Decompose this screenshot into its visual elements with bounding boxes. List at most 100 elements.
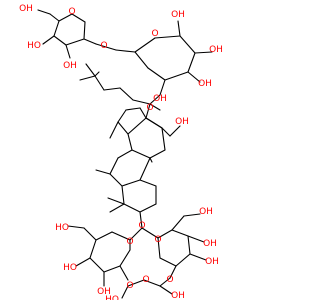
bond-40 xyxy=(161,127,171,137)
atom-label-10: O xyxy=(146,103,153,113)
bond-33 xyxy=(145,103,151,119)
atom-label-2: HO xyxy=(27,41,41,51)
bond-28 xyxy=(94,75,105,91)
atom-label-11: OH xyxy=(175,117,189,127)
bond-17 xyxy=(164,71,189,81)
bond-7 xyxy=(37,9,51,15)
bond-81 xyxy=(171,215,185,231)
bond-10 xyxy=(83,38,97,45)
bond-43 xyxy=(149,149,166,159)
atom-label-16: OH xyxy=(97,287,111,297)
atom-label-0: OH xyxy=(19,4,33,14)
bond-76 xyxy=(171,229,189,237)
bond-55 xyxy=(139,203,157,213)
bond-16 xyxy=(187,52,196,73)
bond-27 xyxy=(103,87,121,91)
bond-50 xyxy=(139,157,151,181)
atom-label-6: OH xyxy=(171,10,185,20)
bond-66 xyxy=(89,257,105,273)
bond-74 xyxy=(119,265,129,281)
atom-label-17: O xyxy=(126,281,133,291)
atom-label-3: OH xyxy=(63,61,77,71)
atom-label-13: O xyxy=(126,237,133,247)
bond-84 xyxy=(189,253,207,261)
bond-14 xyxy=(154,35,181,39)
bond-22 xyxy=(187,71,201,83)
bond-36 xyxy=(117,109,127,123)
bond-15 xyxy=(179,35,196,54)
bond-42 xyxy=(131,149,151,159)
bond-6 xyxy=(49,13,60,22)
bond-89 xyxy=(159,285,173,295)
bond-49 xyxy=(121,179,141,187)
bond-79 xyxy=(159,257,177,267)
bond-72 xyxy=(75,257,91,267)
bond-63 xyxy=(111,231,131,241)
bond-85 xyxy=(169,265,177,279)
atom-label-4: O xyxy=(100,41,107,51)
bond-51 xyxy=(109,121,119,139)
bond-77 xyxy=(187,235,191,255)
bond-91 xyxy=(169,125,181,137)
bond-35 xyxy=(125,107,141,111)
atom-label-22: O xyxy=(166,275,173,285)
bond-52 xyxy=(95,169,111,175)
bond-34 xyxy=(139,107,147,119)
atom-label-23: O xyxy=(142,275,149,285)
atom-label-14: HO xyxy=(55,223,69,233)
atom-label-15: HO xyxy=(63,263,77,273)
bond-87 xyxy=(143,279,161,287)
bond-23 xyxy=(159,79,166,96)
bond-61 xyxy=(129,227,143,241)
bond-29 xyxy=(85,63,96,77)
bond-41 xyxy=(127,133,133,151)
bond-2 xyxy=(65,38,85,46)
bond-71 xyxy=(67,225,85,229)
bond-62 xyxy=(141,227,159,239)
bond-0 xyxy=(53,20,60,37)
bond-9 xyxy=(65,44,71,59)
bond-83 xyxy=(187,235,205,243)
bond-78 xyxy=(175,253,191,267)
bond-24 xyxy=(149,94,161,105)
bond-37 xyxy=(117,121,129,135)
atom-label-19: OH xyxy=(199,207,213,217)
bond-30 xyxy=(79,75,96,81)
bond-65 xyxy=(89,239,97,259)
bond-59 xyxy=(109,203,125,213)
bond-26 xyxy=(119,87,134,101)
bond-lines xyxy=(37,9,213,299)
bond-90 xyxy=(121,285,129,299)
atom-label-9: OH xyxy=(153,94,167,104)
bond-3 xyxy=(83,21,86,40)
bond-20 xyxy=(177,20,181,37)
atom-label-21: OH xyxy=(205,257,219,267)
atom-label-8: OH xyxy=(198,79,212,89)
bond-4 xyxy=(71,13,86,23)
bond-25 xyxy=(132,99,151,105)
bond-48 xyxy=(109,173,123,187)
bond-47 xyxy=(109,157,119,175)
bond-53 xyxy=(121,185,125,205)
bond-82 xyxy=(183,213,201,217)
bond-1 xyxy=(53,35,67,46)
bond-38 xyxy=(127,117,147,135)
bond-64 xyxy=(95,231,113,241)
atom-label-24: OH xyxy=(171,291,185,300)
bond-19 xyxy=(134,51,149,69)
bond-18 xyxy=(147,67,166,81)
bond-92 xyxy=(149,157,153,163)
bond-67 xyxy=(103,265,121,273)
bond-68 xyxy=(119,249,131,267)
bond-57 xyxy=(139,179,157,187)
bond-8 xyxy=(42,35,55,45)
bond-13 xyxy=(134,37,156,53)
bond-12 xyxy=(115,49,136,53)
bond-44 xyxy=(161,127,166,151)
bond-86 xyxy=(159,277,171,287)
bond-54 xyxy=(123,203,141,213)
bond-45 xyxy=(145,117,163,129)
bond-80 xyxy=(157,237,161,259)
atom-label-1: O xyxy=(68,7,75,17)
